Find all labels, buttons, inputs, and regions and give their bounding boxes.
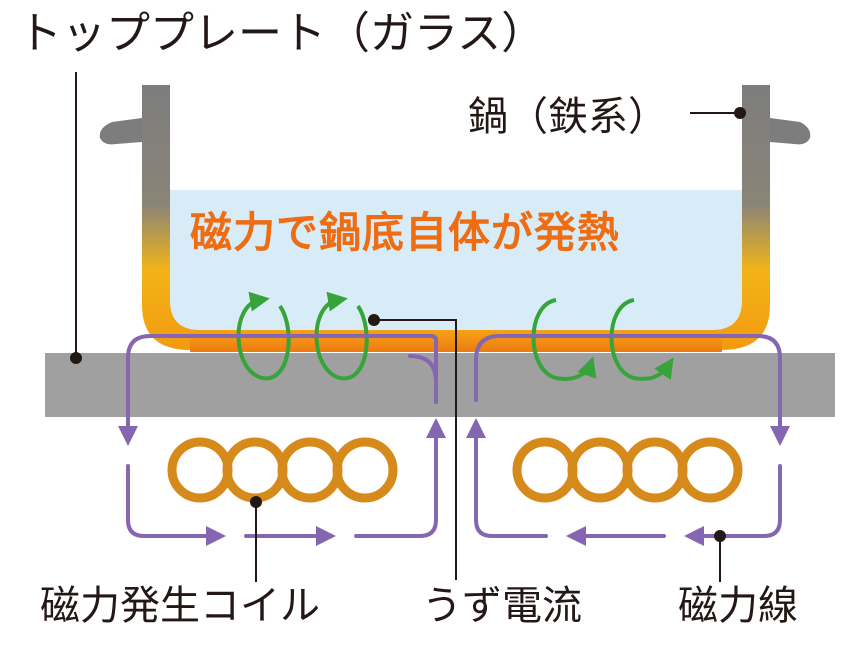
- leader-dot: [734, 107, 746, 119]
- top-plate: [45, 353, 835, 417]
- coil-turn: [332, 437, 398, 503]
- eddy-current-label: うず電流: [422, 583, 582, 629]
- pot: [99, 85, 811, 352]
- eddy-arrow: [531, 298, 597, 381]
- coil-turn: [567, 437, 633, 503]
- leader-eddy: [374, 319, 457, 580]
- leader-dot: [250, 496, 262, 508]
- leader-dot: [714, 530, 726, 542]
- pot-wall-left: [142, 85, 200, 350]
- leader-dot: [368, 314, 380, 326]
- leader-dot: [70, 352, 82, 364]
- top-plate-label: トッププレート（ガラス）: [18, 8, 546, 59]
- coil-left: [167, 437, 398, 503]
- headline-label: 磁力で鍋底自体が発熱: [190, 208, 621, 257]
- flux-line: [466, 418, 548, 538]
- magnetic-flux-label: 磁力線: [678, 583, 798, 629]
- flux-line: [474, 334, 790, 446]
- coil-turn: [167, 437, 233, 503]
- coil-turn: [622, 437, 688, 503]
- coil-turn: [277, 437, 343, 503]
- coil-turn: [677, 437, 743, 503]
- leader-lines: [70, 72, 746, 582]
- eddy-arrow: [609, 298, 674, 381]
- coil-label: 磁力発生コイル: [40, 583, 320, 629]
- flux-line: [128, 334, 438, 436]
- magnetic-flux-lines: [126, 334, 790, 546]
- pot-handle-left: [99, 118, 142, 145]
- flux-line: [354, 418, 446, 538]
- pot-label: 鍋（鉄系）: [468, 94, 668, 140]
- flux-line: [684, 464, 782, 546]
- pot-wall-right: [712, 85, 770, 350]
- coil-right: [512, 437, 743, 503]
- coil-turn: [512, 437, 578, 503]
- coil-turn: [222, 437, 288, 503]
- pot-handle-right: [770, 118, 811, 145]
- pot-liquid: [170, 190, 742, 330]
- flux-line: [126, 464, 226, 546]
